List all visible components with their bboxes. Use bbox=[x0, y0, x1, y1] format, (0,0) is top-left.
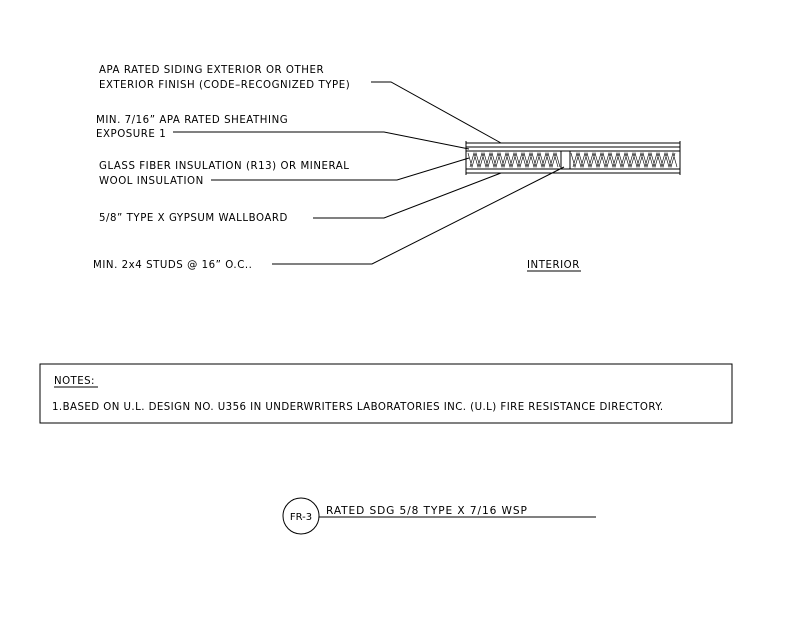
detail-tag-circle bbox=[282, 497, 320, 535]
callout-sheathing-line2: EXPOSURE 1 bbox=[96, 129, 166, 140]
detail-title: RATED SDG 5/8 TYPE X 7/16 WSP bbox=[326, 505, 528, 517]
notes-border bbox=[39, 363, 733, 424]
callout-siding-line1: APA RATED SIDING EXTERIOR OR OTHER bbox=[99, 65, 324, 76]
callout-gypsum: 5/8” TYPE X GYPSUM WALLBOARD bbox=[99, 213, 288, 224]
callout-insulation-line1: GLASS FIBER INSULATION (R13) OR MINERAL bbox=[99, 161, 349, 172]
leader-gypsum bbox=[313, 172, 502, 219]
leader-insulation bbox=[211, 157, 470, 181]
callout-insulation-line2: WOOL INSULATION bbox=[99, 176, 204, 187]
detail-title-block: FR-3 RATED SDG 5/8 TYPE X 7/16 WSP bbox=[282, 497, 596, 535]
stud-2x4 bbox=[560, 150, 571, 170]
callout-sheathing-line1: MIN. 7/16” APA RATED SHEATHING bbox=[96, 115, 288, 126]
callout-siding-line2: EXTERIOR FINISH (CODE–RECOGNIZED TYPE) bbox=[99, 80, 350, 91]
insulation-batt bbox=[467, 151, 561, 169]
wall-assembly bbox=[465, 141, 681, 175]
leader-sheathing bbox=[173, 131, 470, 150]
callout-studs: MIN. 2x4 STUDS @ 16” O.C.. bbox=[93, 260, 252, 271]
notes-box: NOTES: 1.BASED ON U.L. DESIGN NO. U356 I… bbox=[39, 363, 733, 424]
notes-heading: NOTES: bbox=[54, 376, 95, 387]
detail-tag: FR-3 bbox=[290, 512, 312, 523]
leader-siding bbox=[371, 81, 502, 144]
interior-label: INTERIOR bbox=[527, 260, 580, 271]
insulation-batt bbox=[570, 151, 678, 169]
note-item-1: 1.BASED ON U.L. DESIGN NO. U356 IN UNDER… bbox=[52, 402, 664, 413]
leader-stud bbox=[272, 166, 565, 265]
